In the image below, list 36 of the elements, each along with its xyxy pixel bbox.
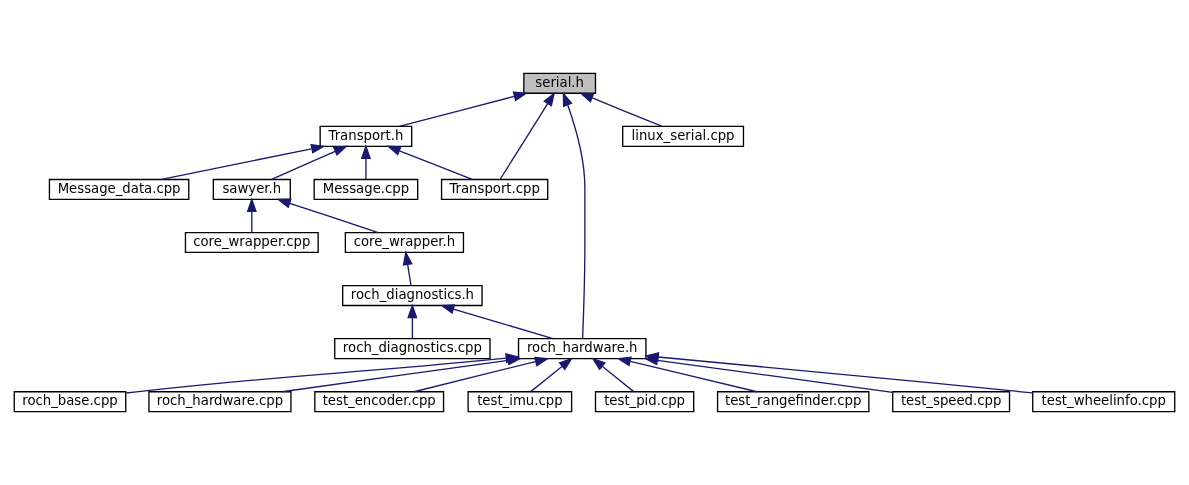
- arrow: [386, 145, 473, 180]
- arrow: [402, 250, 413, 287]
- node-box: Message.cpp: [313, 178, 419, 201]
- node-box: sawyer.h: [212, 178, 291, 201]
- node-box: test_imu.cpp: [467, 391, 573, 413]
- arrow: [439, 304, 554, 340]
- node-box: Message_data.cpp: [48, 178, 190, 201]
- arrow: [591, 357, 635, 393]
- arrow: [271, 145, 349, 180]
- arrow: [562, 91, 586, 339]
- node-box: test_rangefinder.cpp: [716, 391, 870, 413]
- node-box: test_encoder.cpp: [314, 391, 445, 413]
- node-box: Transport.h: [319, 125, 413, 147]
- arrow: [499, 91, 556, 180]
- arrow: [160, 143, 326, 181]
- arrow: [407, 303, 418, 340]
- node-box: roch_hardware.h: [517, 338, 647, 360]
- node-box: Transport.cpp: [440, 178, 549, 201]
- node-box: roch_base.cpp: [13, 391, 127, 413]
- node-box: roch_hardware.cpp: [148, 391, 292, 413]
- arrow: [530, 357, 574, 393]
- arrow: [276, 198, 379, 234]
- arrow: [579, 92, 663, 127]
- node-box: core_wrapper.cpp: [184, 231, 319, 254]
- node-box: roch_diagnostics.cpp: [334, 338, 491, 360]
- arrow: [398, 91, 529, 127]
- arrow: [360, 144, 372, 180]
- node-box: core_wrapper.h: [344, 231, 465, 254]
- node-box: test_pid.cpp: [594, 391, 695, 413]
- arrow: [246, 197, 257, 234]
- node-box: linux_serial.cpp: [622, 125, 745, 147]
- arrow: [413, 356, 550, 393]
- node-box: test_speed.cpp: [892, 391, 1011, 413]
- node-box: roch_diagnostics.h: [342, 284, 483, 307]
- node-box: test_wheelinfo.cpp: [1032, 391, 1176, 413]
- node-box: serial.h: [523, 72, 597, 94]
